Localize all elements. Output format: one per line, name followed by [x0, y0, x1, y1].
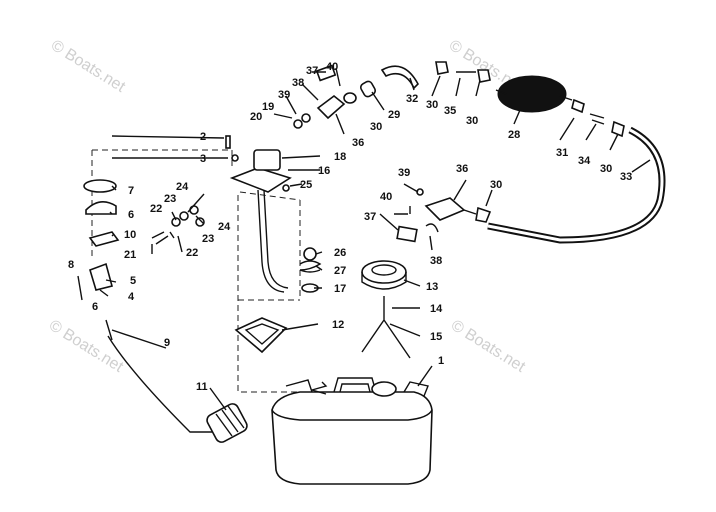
- fuel-hose-33: [487, 126, 666, 244]
- callout-25: 25: [300, 179, 312, 191]
- callout-30a: 30: [426, 99, 438, 111]
- callout-13: 13: [426, 281, 438, 293]
- small-hardware: [77, 135, 322, 301]
- callout-4: 4: [128, 291, 135, 303]
- callout-36a: 36: [352, 137, 364, 149]
- callout-37b: 37: [364, 211, 376, 223]
- callout-21: 21: [124, 249, 136, 261]
- callout-30c: 30: [370, 121, 382, 133]
- watermark-top-left: © Boats.net: [48, 37, 129, 96]
- callout-37a: 37: [306, 65, 318, 77]
- callout-17: 17: [334, 283, 346, 295]
- gauge-head-assembly: [229, 149, 292, 293]
- callout-40a: 40: [326, 61, 338, 73]
- callout-30b: 30: [466, 115, 478, 127]
- callout-18: 18: [334, 151, 346, 163]
- callout-6a: 6: [128, 209, 134, 221]
- callout-28: 28: [508, 129, 520, 141]
- callout-35: 35: [444, 105, 456, 117]
- callout-5: 5: [130, 275, 136, 287]
- callout-32: 32: [406, 93, 418, 105]
- callout-14: 14: [430, 303, 443, 315]
- callout-1: 1: [438, 355, 444, 367]
- callout-22b: 22: [186, 247, 198, 259]
- callout-12: 12: [332, 319, 344, 331]
- callout-7: 7: [128, 185, 134, 197]
- callout-34: 34: [578, 155, 591, 167]
- cap-chain: [361, 296, 411, 359]
- callout-36b: 36: [456, 163, 468, 175]
- watermark-bottom-right: © Boats.net: [448, 317, 529, 376]
- callout-8: 8: [68, 259, 74, 271]
- callout-10: 10: [124, 229, 136, 241]
- callout-27: 27: [334, 265, 346, 277]
- leader-lines: [99, 67, 651, 411]
- primer-bulb: [495, 75, 625, 138]
- callout-2: 2: [200, 131, 206, 143]
- tank-gasket: [234, 317, 288, 354]
- fuel-gauge-float-arm: [105, 319, 248, 443]
- filler-cap: [361, 260, 407, 290]
- callout-24b: 24: [218, 221, 231, 233]
- callout-31: 31: [556, 147, 568, 159]
- callout-40b: 40: [380, 191, 392, 203]
- callout-39a: 39: [278, 89, 290, 101]
- callout-16: 16: [318, 165, 330, 177]
- fuel-hose-inner: [487, 128, 664, 242]
- callout-6b: 6: [92, 301, 98, 313]
- fuel-tank: [271, 377, 433, 485]
- callout-29: 29: [388, 109, 400, 121]
- callout-24a: 24: [176, 181, 189, 193]
- callout-30d: 30: [600, 163, 612, 175]
- callout-23b: 23: [202, 233, 214, 245]
- callout-9: 9: [164, 337, 170, 349]
- callout-3: 3: [200, 153, 206, 165]
- tank-connector: [396, 188, 492, 243]
- upper-fittings: [293, 61, 491, 129]
- callout-20: 20: [250, 111, 262, 123]
- callout-33: 33: [620, 171, 632, 183]
- callout-30e: 30: [490, 179, 502, 191]
- callout-23a: 23: [164, 193, 176, 205]
- callout-38a: 38: [292, 77, 304, 89]
- callout-15: 15: [430, 331, 442, 343]
- callout-11: 11: [196, 381, 208, 393]
- callout-39b: 39: [398, 167, 410, 179]
- callout-22a: 22: [150, 203, 162, 215]
- callout-26: 26: [334, 247, 346, 259]
- callout-19: 19: [262, 101, 274, 113]
- callout-38b: 38: [430, 255, 442, 267]
